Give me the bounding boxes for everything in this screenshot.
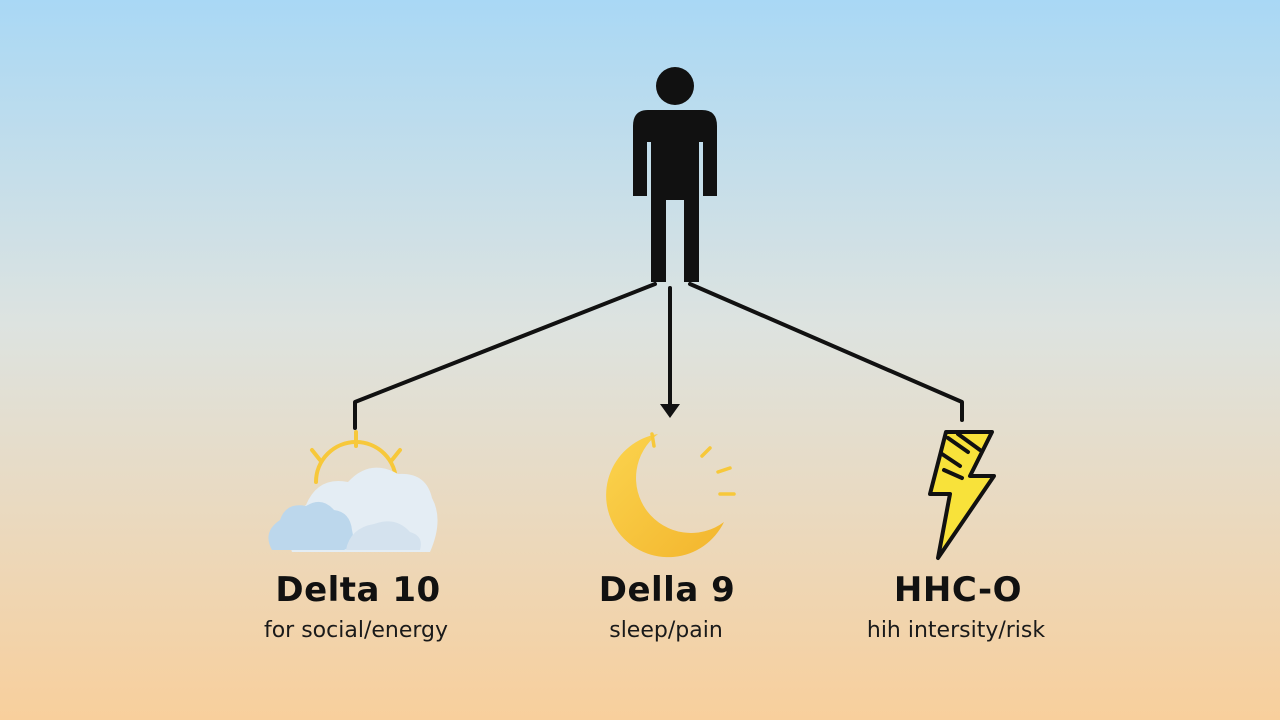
branch-1-title: Delta 10 bbox=[275, 570, 441, 610]
person-icon bbox=[633, 67, 717, 282]
moon-icon bbox=[606, 432, 736, 558]
connector-left bbox=[353, 282, 657, 430]
moon-rays bbox=[650, 432, 736, 496]
branch-3-title: HHC-O bbox=[893, 570, 1023, 610]
sun-icon bbox=[310, 430, 402, 484]
branch-2-title: Della 9 bbox=[598, 570, 736, 610]
connector-right bbox=[688, 282, 964, 422]
lightning-bolt-icon bbox=[928, 430, 996, 560]
branch-3-subtitle: hih intersity/risk bbox=[866, 618, 1046, 643]
branch-2-subtitle: sleep/pain bbox=[609, 618, 723, 643]
branch-connectors bbox=[353, 282, 964, 430]
sun-cloud-icon bbox=[268, 430, 438, 552]
arrow-head-center bbox=[660, 404, 680, 418]
branch-1-subtitle: for social/energy bbox=[263, 618, 449, 643]
small-cloud-icon bbox=[268, 501, 353, 550]
